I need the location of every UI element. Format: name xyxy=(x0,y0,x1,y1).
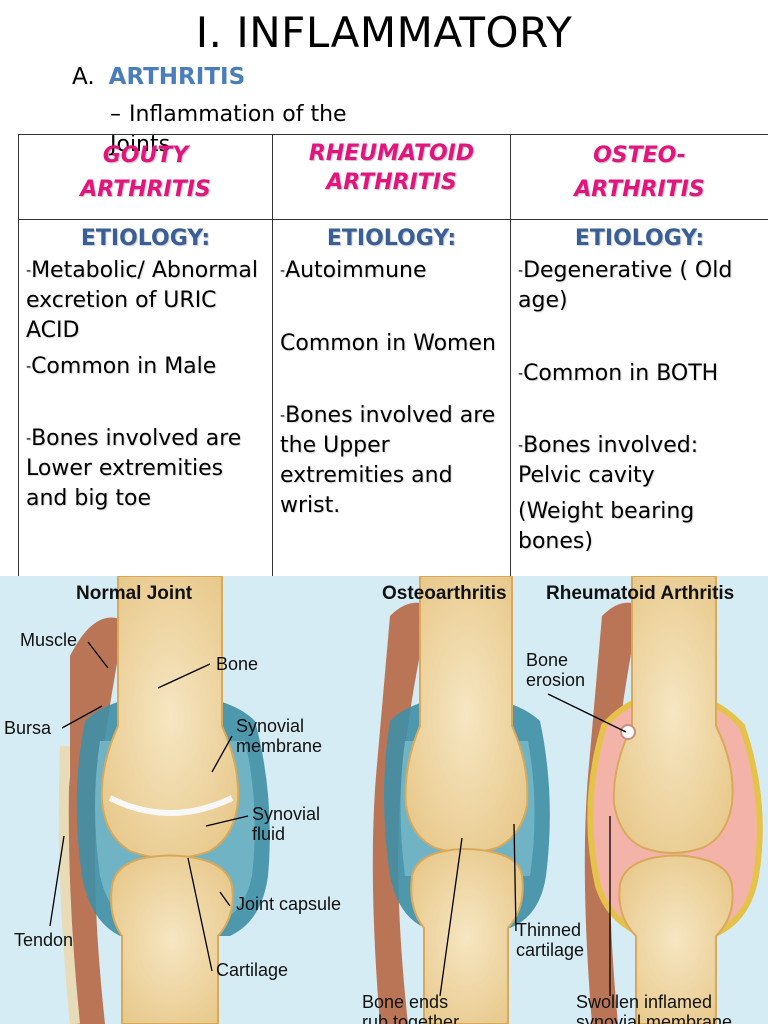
rheumatoid-bones-text: Bones involved are the Upper extremities… xyxy=(280,403,496,518)
bullet: - xyxy=(518,366,524,382)
rheumatoid-common-text: Common in Women xyxy=(280,331,496,356)
label-synovial-fluid-1: Synovial xyxy=(252,804,321,824)
etiology-label: ETIOLOGY: xyxy=(80,226,211,251)
rheumatoid-leader-lines xyxy=(547,693,627,996)
header-gouty-line2: ARTHRITIS xyxy=(80,177,211,202)
label-bursa: Bursa xyxy=(4,718,52,738)
header-rheumatoid-line2: ARTHRITIS xyxy=(326,170,457,195)
etiology-label: ETIOLOGY: xyxy=(574,226,705,251)
bullet: - xyxy=(518,438,524,454)
label-bone: Bone xyxy=(216,654,259,674)
section-heading-row: A. ARTHRITIS xyxy=(72,62,245,92)
rheumatoid-upper-bone-shape xyxy=(612,576,734,854)
osteo-muscle-shape xyxy=(372,602,430,1024)
upper-bone-shape xyxy=(100,576,240,860)
gouty-cause-text: Metabolic/ Abnormal excretion of URIC AC… xyxy=(26,258,258,343)
label-joint-capsule: Joint capsule xyxy=(236,894,342,914)
joint-illustration xyxy=(49,576,763,1024)
label-thinned-cartilage-2: cartilage xyxy=(516,940,585,960)
normal-leader-lines xyxy=(49,641,249,972)
lower-bone-shape xyxy=(110,854,234,1024)
osteo-bones-text: Bones involved: Pelvic cavity xyxy=(518,433,699,488)
rheumatoid-cause: -Autoimmune xyxy=(273,256,510,286)
label-synovial-fluid-2: fluid xyxy=(252,824,286,844)
osteo-bones-note-text: (Weight bearing bones) xyxy=(518,499,695,554)
osteo-bones-note: (Weight bearing bones) xyxy=(511,497,768,557)
sub-dash: – xyxy=(110,102,121,127)
rheumatoid-joint xyxy=(547,576,763,1024)
normal-joint-title: Normal Joint xyxy=(76,583,193,604)
header-rheumatoid-line1: RHEUMATOID xyxy=(308,141,475,166)
tendon-shape xyxy=(58,745,80,1024)
osteoarthritis-title: Osteoarthritis xyxy=(382,583,507,604)
section-marker: A. xyxy=(72,64,95,90)
label-bone-erosion-2: erosion xyxy=(526,670,586,690)
header-osteo-line2: ARTHRITIS xyxy=(574,177,705,202)
bullet: - xyxy=(280,408,286,424)
label-synovial-membrane-1: Synovial xyxy=(236,716,305,736)
bullet: - xyxy=(280,263,286,279)
gouty-bones: -Bones involved are Lower extremities an… xyxy=(19,424,272,514)
rheumatoid-cause-text: Autoimmune xyxy=(285,258,427,283)
gouty-cause: -Metabolic/ Abnormal excretion of URIC A… xyxy=(19,256,272,346)
label-bone-ends-2: rub together xyxy=(362,1012,460,1024)
gouty-common: -Common in Male xyxy=(19,352,272,382)
etiology-label: ETIOLOGY: xyxy=(326,226,457,251)
bullet: - xyxy=(26,359,32,375)
label-swollen-1: Swollen inflamed xyxy=(576,992,713,1012)
rheumatoid-muscle-shape xyxy=(584,602,640,1024)
header-osteo: OSTEO- ARTHRITIS xyxy=(510,134,768,220)
gouty-common-text: Common in Male xyxy=(31,354,217,379)
table-header-row: GOUTY ARTHRITIS RHEUMATOID ARTHRITIS OST… xyxy=(18,134,768,220)
label-tendon: Tendon xyxy=(14,930,74,950)
bullet: - xyxy=(26,431,32,447)
header-gouty-line1: GOUTY xyxy=(102,143,189,168)
joint-comparison-figure: Normal Joint Osteoarthritis Rheumatoid A… xyxy=(0,576,768,1024)
cartilage-shape xyxy=(108,795,234,816)
normal-joint xyxy=(49,576,270,1024)
osteo-joint xyxy=(372,576,550,1024)
label-swollen-2: synovial membrane xyxy=(576,1012,733,1024)
label-bone-erosion-1: Bone xyxy=(526,650,569,670)
label-synovial-membrane-2: membrane xyxy=(236,736,323,756)
slide-title: I. INFLAMMATORY xyxy=(195,8,573,57)
rheumatoid-bones: -Bones involved are the Upper extremitie… xyxy=(273,401,510,521)
header-gouty: GOUTY ARTHRITIS xyxy=(18,134,273,220)
osteo-lower-bone-shape xyxy=(410,848,524,1024)
label-muscle: Muscle xyxy=(20,630,78,650)
bullet: - xyxy=(518,263,524,279)
label-thinned-cartilage-1: Thinned xyxy=(516,920,582,940)
header-rheumatoid: RHEUMATOID ARTHRITIS xyxy=(272,134,511,220)
osteo-cause: -Degenerative ( Old age) xyxy=(511,256,768,316)
gouty-bones-text: Bones involved are Lower extremities and… xyxy=(26,426,242,511)
osteo-leader-lines xyxy=(439,823,517,997)
osteo-upper-bone-shape xyxy=(404,576,529,854)
label-cartilage: Cartilage xyxy=(216,960,289,980)
header-osteo-line1: OSTEO- xyxy=(593,143,686,168)
rheumatoid-lower-bone-shape xyxy=(618,854,734,1024)
osteo-bones: -Bones involved: Pelvic cavity xyxy=(511,431,768,491)
label-bone-ends-1: Bone ends xyxy=(362,992,449,1012)
osteo-cause-text: Degenerative ( Old age) xyxy=(518,258,733,313)
rheumatoid-common: Common in Women xyxy=(273,329,510,359)
osteo-common-text: Common in BOTH xyxy=(523,361,719,386)
section-heading: ARTHRITIS xyxy=(108,64,246,90)
osteo-common: -Common in BOTH xyxy=(511,359,768,389)
bullet: - xyxy=(26,263,32,279)
rheumatoid-arthritis-title: Rheumatoid Arthritis xyxy=(546,583,735,604)
bone-erosion-mark xyxy=(620,724,636,740)
